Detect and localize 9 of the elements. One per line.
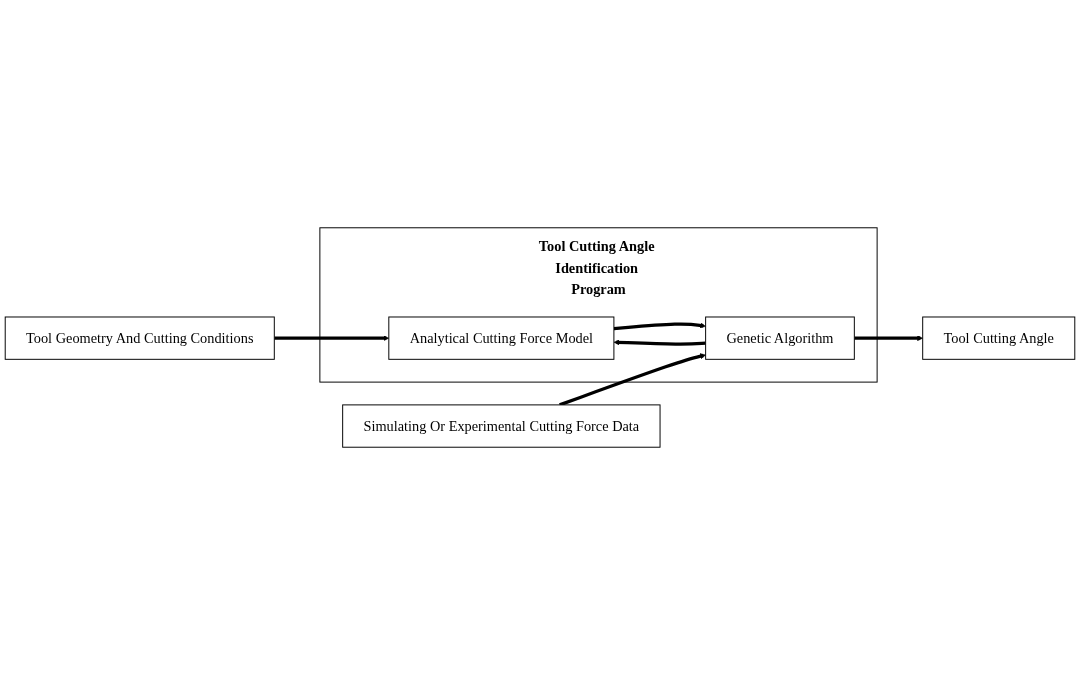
node-box: Genetic Algorithm <box>705 316 855 360</box>
arrow <box>854 335 923 341</box>
arrow <box>274 335 390 341</box>
node-box: Simulating Or Experimental Cutting Force Data <box>342 404 661 448</box>
arrow <box>613 322 706 331</box>
node-box: Analytical Cutting Force Model <box>388 316 615 360</box>
arrow <box>613 339 706 346</box>
node-box: Tool Geometry And Cutting Conditions <box>4 316 275 360</box>
node-box: Tool Cutting Angle <box>922 316 1076 360</box>
